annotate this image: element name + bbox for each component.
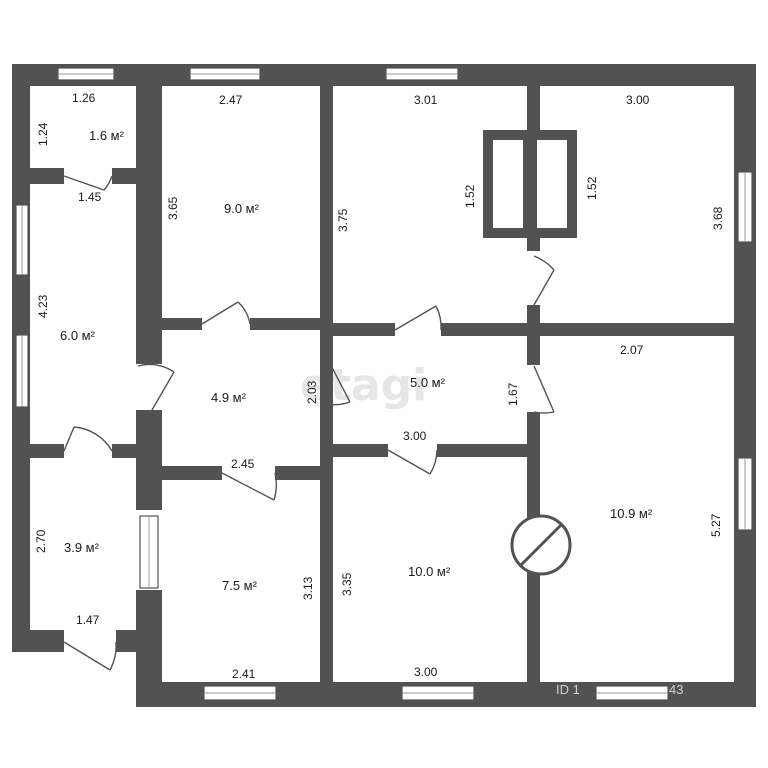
dim-r49-width: 2.45 (231, 457, 255, 471)
window-right-2 (737, 457, 753, 531)
window-bottom-2 (401, 685, 475, 701)
door-room-100 (387, 444, 438, 475)
area-porch: 3.9 м² (64, 540, 100, 555)
window-bottom-1 (203, 685, 277, 701)
dim-r3-height: 3.75 (336, 208, 350, 232)
door-room-3 (394, 305, 442, 336)
dim-r9-height: 3.65 (166, 196, 180, 220)
area-labels: 1.6 м² 9.0 м² 6.0 м² 4.9 м² 5.0 м² 3.9 м… (60, 128, 653, 593)
listing-id-prefix: ID 1 (556, 682, 580, 697)
dim-stove-left: 1.52 (463, 184, 477, 208)
window-top-3 (385, 67, 459, 81)
area-room-109: 10.9 м² (610, 506, 653, 521)
dim-r9-width: 2.47 (219, 93, 243, 107)
window-top-1 (57, 67, 115, 81)
area-room-50: 5.0 м² (410, 375, 446, 390)
dim-r3-width: 3.01 (414, 93, 438, 107)
dim-r100-height: 3.35 (340, 572, 354, 596)
listing-id-suffix: 43 (669, 682, 683, 697)
door-room-49 (325, 355, 351, 406)
dim-wc-width: 1.26 (72, 91, 96, 105)
dim-r75-height: 3.13 (301, 576, 315, 600)
windows (15, 67, 753, 701)
window-bottom-3 (595, 685, 669, 701)
door-room-9 (201, 301, 251, 325)
dim-r49-height: 2.03 (305, 380, 319, 404)
doors (63, 168, 555, 671)
watermark-logo: etagi (300, 360, 427, 411)
dim-wc-height: 1.24 (36, 122, 50, 146)
door-entrance (63, 630, 117, 671)
area-room-75: 7.5 м² (222, 578, 258, 593)
window-top-2 (189, 67, 261, 81)
area-room-100: 10.0 м² (408, 564, 451, 579)
dim-r4-height: 3.68 (711, 206, 725, 230)
dim-porch-width: 1.47 (76, 613, 100, 627)
dimension-labels: 1.26 1.24 1.45 4.23 2.47 3.65 3.01 3.75 … (34, 91, 725, 681)
door-hall-right (136, 363, 175, 411)
dim-hall-height: 4.23 (36, 294, 50, 318)
window-left-2 (15, 334, 29, 408)
boiler-icon (510, 514, 572, 576)
dim-stove-right: 1.52 (585, 176, 599, 200)
door-room-4 (527, 251, 555, 306)
door-room-75 (221, 466, 278, 501)
dim-r100-width: 3.00 (414, 665, 438, 679)
dim-r109-width: 2.07 (620, 343, 644, 357)
area-room-49: 4.9 м² (211, 390, 247, 405)
dim-r4-width: 3.00 (626, 93, 650, 107)
area-room-9: 9.0 м² (224, 201, 260, 216)
window-left-1 (15, 204, 29, 276)
window-inner-porch (139, 515, 159, 589)
window-right-1 (737, 171, 753, 243)
door-wc (63, 168, 113, 191)
dim-hall-top: 1.45 (78, 190, 102, 204)
door-room-109 (527, 365, 555, 414)
area-wc: 1.6 м² (89, 128, 125, 143)
area-hall: 6.0 м² (60, 328, 96, 343)
interior-walls (12, 64, 756, 682)
dim-r109-height: 5.27 (709, 513, 723, 537)
dim-r50-height: 1.67 (506, 382, 520, 406)
dim-porch-height: 2.70 (34, 529, 48, 553)
stove (483, 130, 577, 238)
door-porch (63, 426, 113, 458)
dim-r75-width: 2.41 (232, 667, 256, 681)
dim-r50-width: 3.00 (403, 429, 427, 443)
